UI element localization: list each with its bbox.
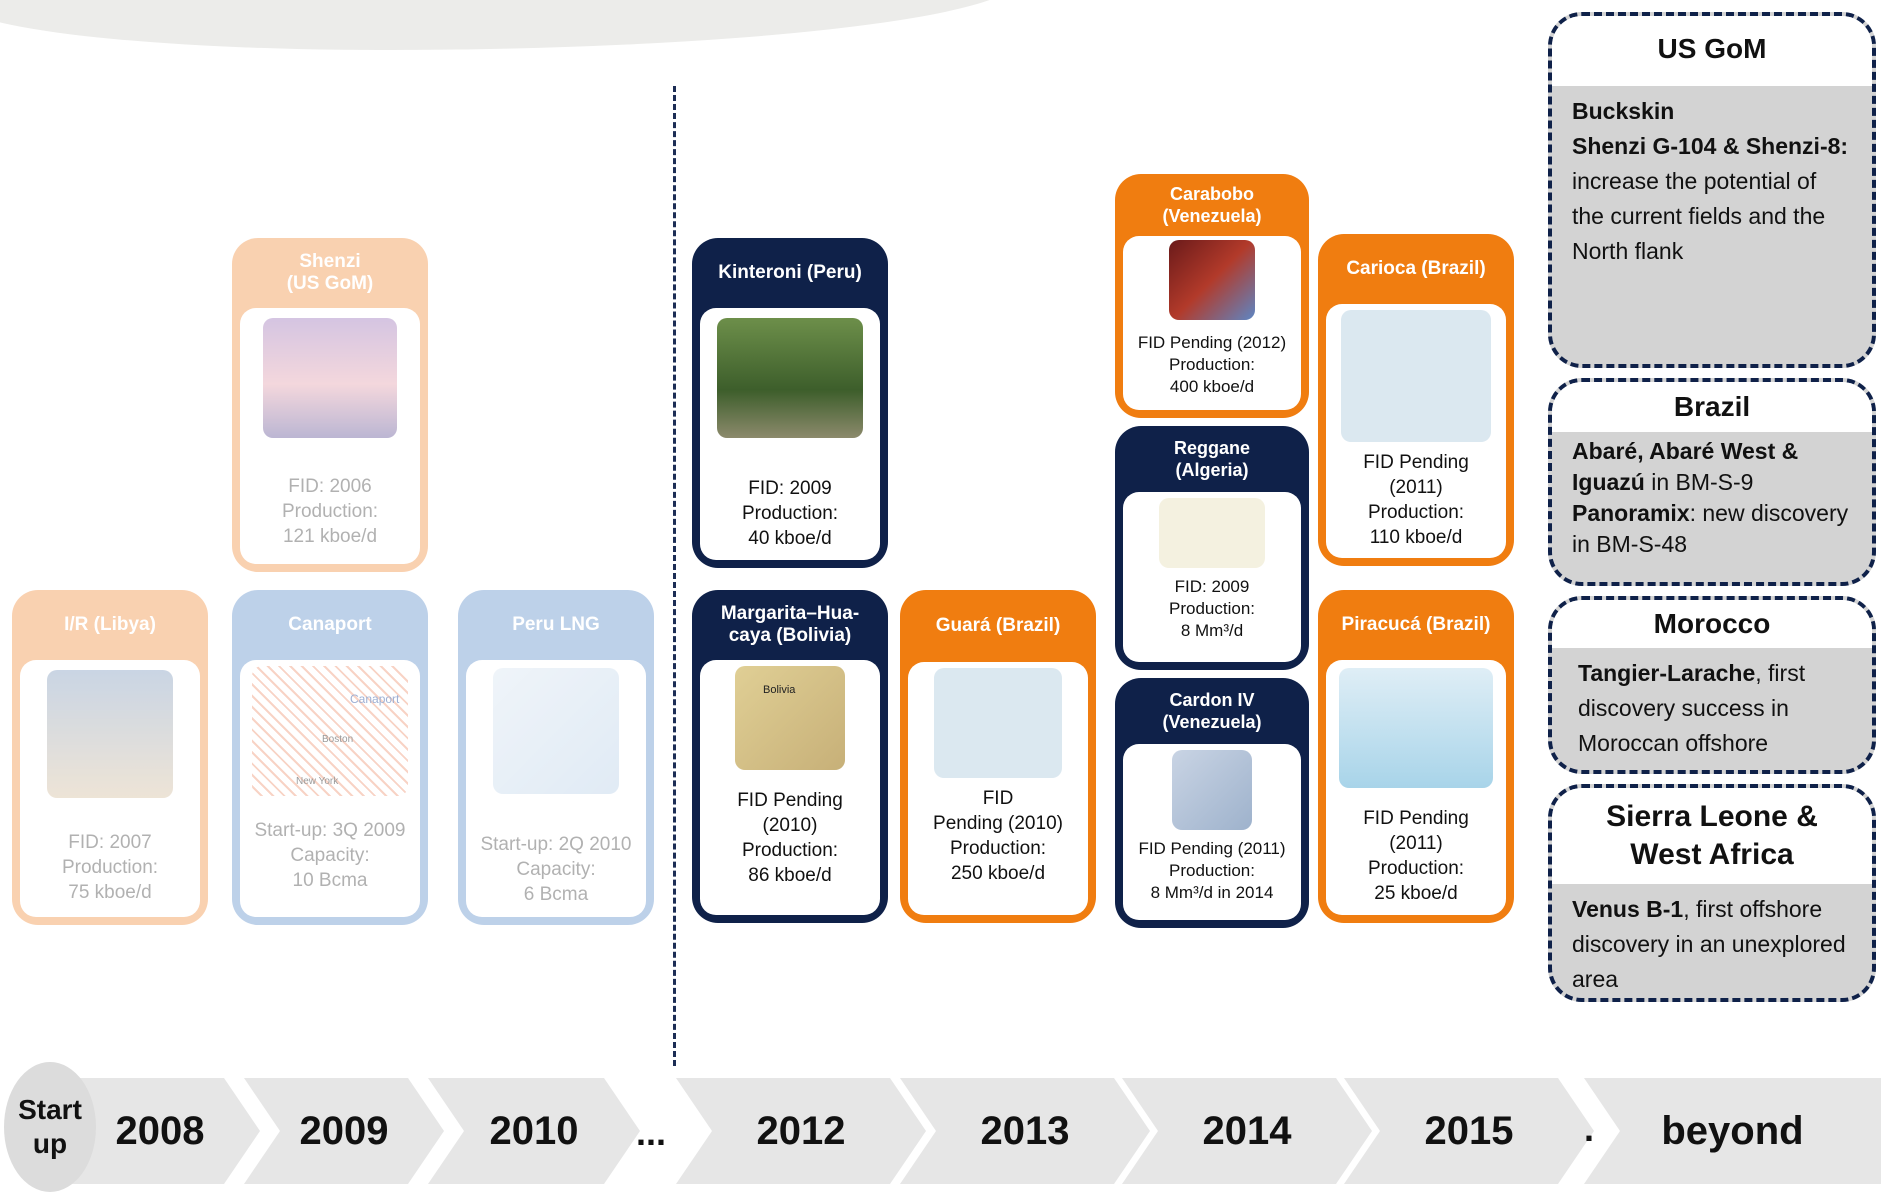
header-swoosh <box>0 0 1020 50</box>
card-info: Start-up: 2Q 2010 Capacity: 6 Bcma <box>480 834 632 905</box>
card-title: Peru LNG <box>512 614 600 635</box>
card-shenzi: Shenzi (US GoM) FID: 2006 Production: 12… <box>232 238 428 572</box>
card-info: FID: 2007 Production: 75 kboe/d <box>61 832 159 903</box>
card-carioca: Carioca (Brazil) FID Pending (2011) Prod… <box>1318 234 1514 566</box>
cardon-map <box>1172 750 1252 830</box>
reggane-map <box>1159 498 1265 568</box>
panel-title: Sierra Leone & West Africa <box>1552 788 1872 884</box>
card-peru-lng: Peru LNG Start-up: 2Q 2010 Capacity: 6 B… <box>458 590 654 925</box>
start-up-badge: Start up <box>4 1062 96 1192</box>
card-info: FID Pending (2012) Production: 400 kboe/… <box>1137 333 1287 396</box>
card-title: Kinteroni (Peru) <box>718 262 862 283</box>
panel-item: Shenzi G-104 & Shenzi-8: increase the po… <box>1572 133 1849 264</box>
panel-item: Buckskin <box>1572 98 1675 124</box>
panel-us-gom: US GoM Buckskin Shenzi G-104 & Shenzi-8:… <box>1548 12 1876 368</box>
card-title: Carabobo (Venezuela) <box>1162 184 1262 226</box>
shenzi-platform-photo <box>263 318 397 438</box>
map-label: Boston <box>322 734 354 745</box>
card-margarita: Margarita–Hua- caya (Bolivia) Bolivia FI… <box>692 590 888 923</box>
panel-title: US GoM <box>1552 16 1872 86</box>
card-title: Carioca (Brazil) <box>1346 258 1486 279</box>
timeline-ellipsis: ... <box>636 1112 667 1153</box>
map-label: Canaport <box>350 692 400 706</box>
panel-item: Abaré, Abaré West & Iguazú in BM-S-9 <box>1572 438 1799 495</box>
year-beyond: beyond <box>1584 1078 1881 1184</box>
timeline-divider <box>673 86 676 1066</box>
card-kinteroni: Kinteroni (Peru) FID: 2009 Production: 4… <box>692 238 888 568</box>
timeline: 2008 2009 2010 ... 2012 2013 2014 2015 .… <box>0 1078 1881 1184</box>
card-title: Guará (Brazil) <box>935 615 1061 636</box>
kinteroni-site-photo <box>717 318 863 438</box>
year-2015: 2015 <box>1344 1078 1594 1184</box>
panel-morocco: Morocco Tangier-Larache, first discovery… <box>1548 596 1876 774</box>
card-guara: Guará (Brazil) FID Pending (2010) Produc… <box>900 590 1096 923</box>
card-info: FID Pending (2011) Production: 8 Mm³/d i… <box>1138 839 1286 902</box>
card-title: Shenzi (US GoM) <box>286 251 374 294</box>
carabobo-map <box>1169 240 1255 320</box>
year-2012: 2012 <box>676 1078 926 1184</box>
card-info: FID Pending (2010) Production: 250 kboe/… <box>933 788 1063 884</box>
piracuca-map <box>1339 668 1493 788</box>
card-title: Margarita–Hua- caya (Bolivia) <box>720 603 860 646</box>
card-info: FID Pending (2010) Production: 86 kboe/d <box>737 790 843 886</box>
map-label: Bolivia <box>763 684 796 696</box>
timeline-dot: . <box>1584 1108 1595 1149</box>
year-2009: 2009 <box>244 1078 444 1184</box>
card-title: Piracucá (Brazil) <box>1341 614 1491 635</box>
guara-block-map <box>934 668 1062 778</box>
panel-title: Brazil <box>1552 382 1872 432</box>
year-2013: 2013 <box>900 1078 1150 1184</box>
card-carabobo: Carabobo (Venezuela) FID Pending (2012) … <box>1115 174 1309 418</box>
libya-photo <box>47 670 173 798</box>
card-title: Canaport <box>288 614 372 635</box>
card-info: FID: 2009 Production: 40 kboe/d <box>741 478 839 549</box>
panel-item: Tangier-Larache, first discovery success… <box>1578 660 1806 756</box>
card-title: Reggane (Algeria) <box>1173 438 1251 480</box>
card-info: FID Pending (2011) Production: 110 kboe/… <box>1363 452 1469 548</box>
card-info: FID: 2006 Production: 121 kboe/d <box>281 476 379 547</box>
carioca-block-map <box>1341 310 1491 442</box>
card-piracuca: Piracucá (Brazil) FID Pending (2011) Pro… <box>1318 590 1514 923</box>
card-cardon: Cardon IV (Venezuela) FID Pending (2011)… <box>1115 678 1309 928</box>
map-label: New York <box>296 776 339 787</box>
bolivia-map: Bolivia <box>735 666 845 770</box>
panel-item: Venus B-1, first offshore discovery in a… <box>1572 896 1846 992</box>
panel-title: Morocco <box>1552 600 1872 648</box>
year-2010: 2010 <box>428 1078 640 1184</box>
card-info: FID: 2009 Production: 8 Mm³/d <box>1169 577 1255 640</box>
card-info: FID Pending (2011) Production: 25 kboe/d <box>1363 808 1469 904</box>
card-title: Cardon IV (Venezuela) <box>1162 690 1262 732</box>
card-title: I/R (Libya) <box>64 614 156 635</box>
south-america-map <box>493 668 619 794</box>
panel-brazil: Brazil Abaré, Abaré West & Iguazú in BM-… <box>1548 378 1876 586</box>
card-reggane: Reggane (Algeria) FID: 2009 Production: … <box>1115 426 1309 670</box>
canaport-map: Canaport Boston New York <box>252 666 408 796</box>
year-2014: 2014 <box>1122 1078 1372 1184</box>
panel-sierra-leone: Sierra Leone & West Africa Venus B-1, fi… <box>1548 784 1876 1002</box>
panel-item: Panoramix: new discovery in BM-S-48 <box>1572 500 1849 557</box>
card-canaport: Canaport Canaport Boston New York Start-… <box>232 590 428 925</box>
card-libya: I/R (Libya) FID: 2007 Production: 75 kbo… <box>12 590 208 925</box>
card-info: Start-up: 3Q 2009 Capacity: 10 Bcma <box>254 820 406 891</box>
